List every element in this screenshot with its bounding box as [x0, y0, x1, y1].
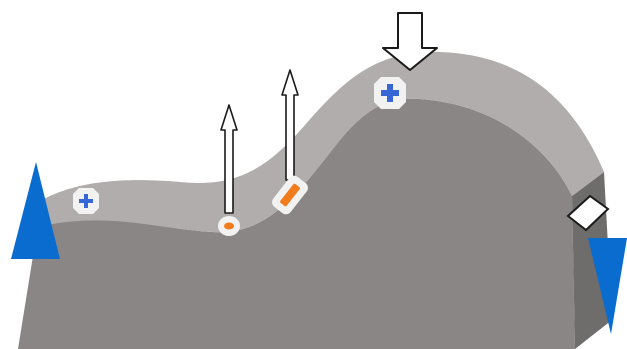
upward-load-arrow-icon: [281, 69, 299, 181]
orange-dot-marker-icon: [218, 216, 240, 236]
right-triangle-support-icon: [588, 238, 627, 334]
terrain-body: [18, 98, 575, 349]
roller-cross-marker-icon: [374, 77, 406, 109]
left-triangle-support-icon: [11, 162, 60, 259]
roller-cross-marker-icon: [73, 188, 99, 214]
downward-load-arrow-icon: [382, 12, 438, 71]
diamond-marker-icon: [566, 194, 610, 232]
orange-slot-marker-icon: [272, 175, 308, 215]
terrain-top-band: [42, 51, 604, 233]
upward-load-arrow-icon: [220, 104, 238, 214]
